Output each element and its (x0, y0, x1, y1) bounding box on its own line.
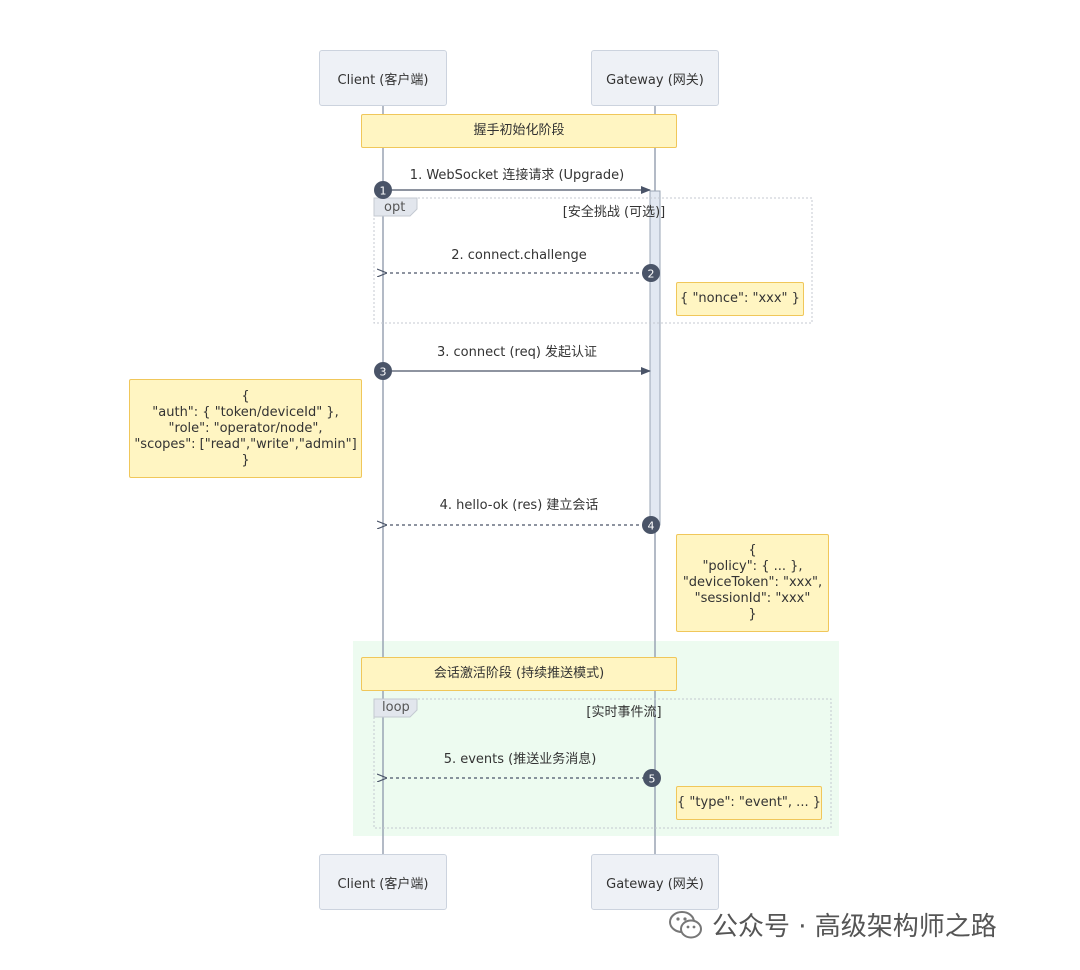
nonce-note: { "nonce": "xxx" } (676, 282, 804, 316)
loop-fragment-tag: loop (382, 700, 410, 715)
svg-text:3: 3 (380, 366, 387, 379)
active-phase-note: 会话激活阶段 (持续推送模式) (361, 657, 677, 691)
note-line: "sessionId": "xxx" (694, 591, 811, 606)
note-line: "deviceToken": "xxx", (682, 575, 823, 590)
loop-fragment-tag-box (373, 698, 418, 718)
client-actor-label: Client (客户端) (337, 876, 429, 892)
opt-fragment-frame (373, 197, 813, 324)
opt-fragment-tag: opt (384, 200, 406, 215)
message-2-label: 2. connect.challenge (451, 248, 587, 263)
active-phase-label: 会话激活阶段 (持续推送模式) (433, 666, 605, 681)
message-1-label: 1. WebSocket 连接请求 (Upgrade) (409, 168, 625, 183)
note-line: { (241, 388, 250, 404)
note-line: "auth": { "token/deviceId" }, (152, 404, 339, 420)
opt-fragment-condition: [安全挑战 (可选)] (562, 205, 666, 220)
note-line: "scopes": ["read","write","admin"] (134, 436, 357, 452)
watermark: 公众号 · 高级架构师之路 (668, 906, 997, 943)
watermark-text: 公众号 · 高级架构师之路 (712, 912, 997, 942)
handshake-phase-note: 握手初始化阶段 (361, 114, 677, 148)
client-actor-top: Client (客户端) (319, 50, 447, 106)
handshake-phase-label: 握手初始化阶段 (473, 123, 565, 138)
note-line: } (748, 607, 757, 622)
event-payload-note: { "type": "event", ... } (676, 786, 822, 820)
loop-fragment-condition: [实时事件流] (586, 705, 662, 720)
gateway-actor-top: Gateway (网关) (591, 50, 719, 106)
gateway-actor-bottom: Gateway (网关) (591, 854, 719, 910)
client-actor-label: Client (客户端) (337, 72, 429, 88)
marker-2: 2 (642, 264, 660, 282)
message-4-label: 4. hello-ok (res) 建立会话 (439, 498, 599, 513)
marker-4: 4 (642, 516, 660, 534)
note-line: { "nonce": "xxx" } (680, 291, 800, 306)
message-5-label: 5. events (推送业务消息) (443, 752, 597, 767)
auth-payload-note: { "auth": { "token/deviceId" }, "role": … (129, 379, 362, 478)
svg-text:1: 1 (380, 185, 387, 198)
wechat-icon (669, 910, 702, 938)
message-3-label: 3. connect (req) 发起认证 (436, 345, 598, 360)
client-actor-bottom: Client (客户端) (319, 854, 447, 910)
marker-3: 3 (374, 362, 392, 380)
svg-text:5: 5 (649, 773, 656, 786)
note-line: { (748, 543, 757, 558)
loop-fragment-frame (373, 698, 832, 829)
opt-fragment-tag-box (373, 197, 418, 217)
gateway-actor-label: Gateway (网关) (606, 876, 704, 892)
svg-text:4: 4 (648, 520, 655, 533)
svg-text:2: 2 (648, 268, 655, 281)
gateway-activation-bar (649, 190, 661, 526)
marker-1: 1 (374, 181, 392, 199)
hello-payload-note: { "policy": { ... }, "deviceToken": "xxx… (676, 534, 829, 632)
note-line: "policy": { ... }, (702, 559, 803, 574)
note-line: "role": "operator/node", (168, 420, 323, 436)
gateway-actor-label: Gateway (网关) (606, 72, 704, 88)
note-line: { "type": "event", ... } (677, 795, 821, 810)
marker-5: 5 (643, 769, 661, 787)
note-line: } (241, 452, 250, 468)
